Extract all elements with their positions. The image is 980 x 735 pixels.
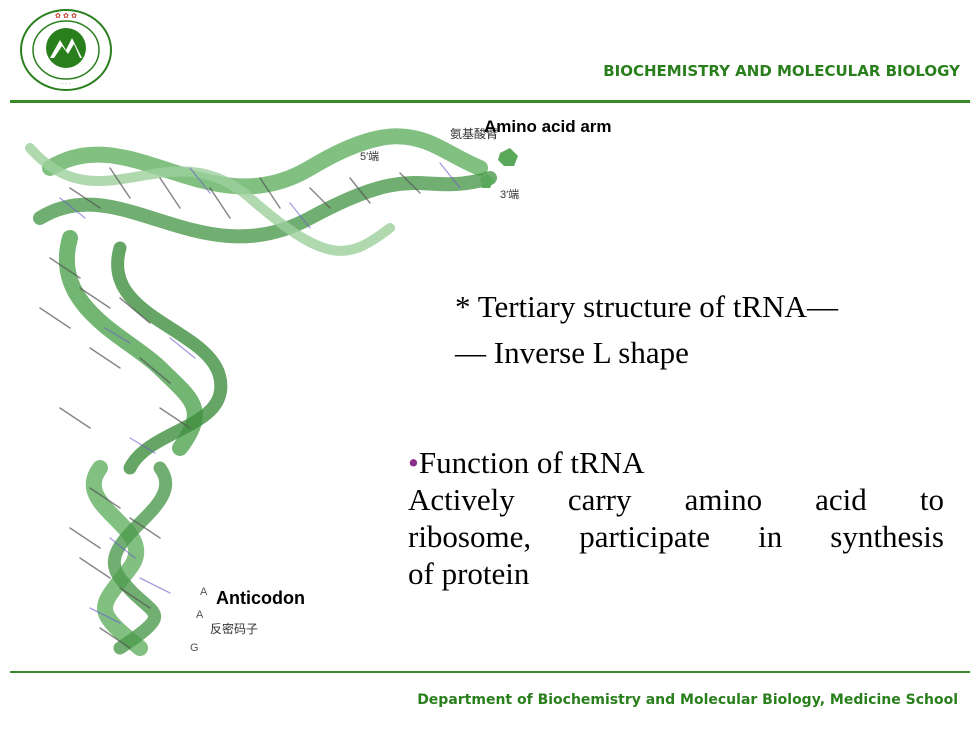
header-title: BIOCHEMISTRY AND MOLECULAR BIOLOGY	[603, 62, 960, 80]
svg-text:· · ·: · · ·	[61, 81, 71, 88]
anticodon-cn-label: 反密码子	[210, 622, 259, 636]
footer-divider	[10, 671, 970, 673]
function-title: Function of tRNA	[418, 445, 645, 480]
header-divider	[10, 100, 970, 103]
tertiary-structure-heading: * Tertiary structure of tRNA— — Inverse …	[455, 284, 838, 376]
amino-acid-arm-cn-label: 氨基酸臂	[450, 127, 499, 141]
svg-text:✿ ✿ ✿: ✿ ✿ ✿	[55, 12, 77, 20]
tertiary-line-2: — Inverse L shape	[455, 335, 689, 370]
footer-text: Department of Biochemistry and Molecular…	[417, 692, 958, 708]
base-label: A	[196, 609, 204, 621]
anticodon-label: Anticodon	[216, 588, 305, 608]
five-prime-label: 5′端	[360, 151, 380, 163]
base-label: G	[190, 642, 199, 654]
function-text-line: Actively carry amino acid to	[408, 482, 944, 517]
three-prime-label: 3′端	[500, 189, 520, 201]
trna-3d-model	[25, 128, 518, 656]
function-text-line: ribosome, participate in synthesis	[408, 519, 944, 554]
amino-acid-arm-label: Amino acid arm	[484, 117, 612, 136]
function-text-line: of protein	[408, 556, 530, 591]
base-label: A	[200, 586, 208, 598]
function-title-row: •Function of tRNA	[408, 444, 944, 481]
function-block: •Function of tRNA Actively carry amino a…	[408, 444, 944, 592]
tertiary-line-1: * Tertiary structure of tRNA—	[455, 289, 838, 324]
university-logo: ✿ ✿ ✿ · · ·	[20, 9, 112, 91]
bullet-icon: •	[408, 445, 419, 480]
